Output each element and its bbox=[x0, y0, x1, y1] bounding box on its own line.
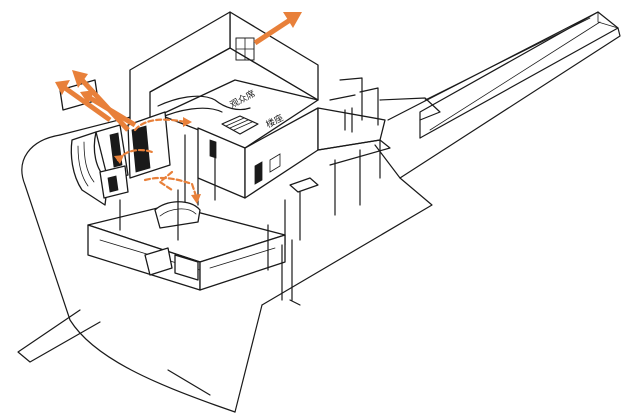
flow-head-middle bbox=[114, 155, 124, 164]
flow-path-stair bbox=[158, 170, 174, 192]
arrow-exit-left-3 bbox=[80, 90, 137, 128]
flow-path-lower bbox=[143, 176, 198, 198]
circulation-arrows bbox=[55, 12, 302, 204]
arrow-exit-top-right bbox=[253, 12, 302, 46]
lower-platform bbox=[87, 189, 293, 301]
long-ramp bbox=[374, 11, 621, 179]
main-volume bbox=[129, 11, 319, 211]
flow-path-upper bbox=[133, 118, 187, 132]
flow-head-lower bbox=[191, 194, 201, 204]
site-ground bbox=[17, 111, 433, 413]
arrow-exit-left-1 bbox=[55, 80, 112, 123]
flow-head-upper bbox=[183, 117, 192, 127]
